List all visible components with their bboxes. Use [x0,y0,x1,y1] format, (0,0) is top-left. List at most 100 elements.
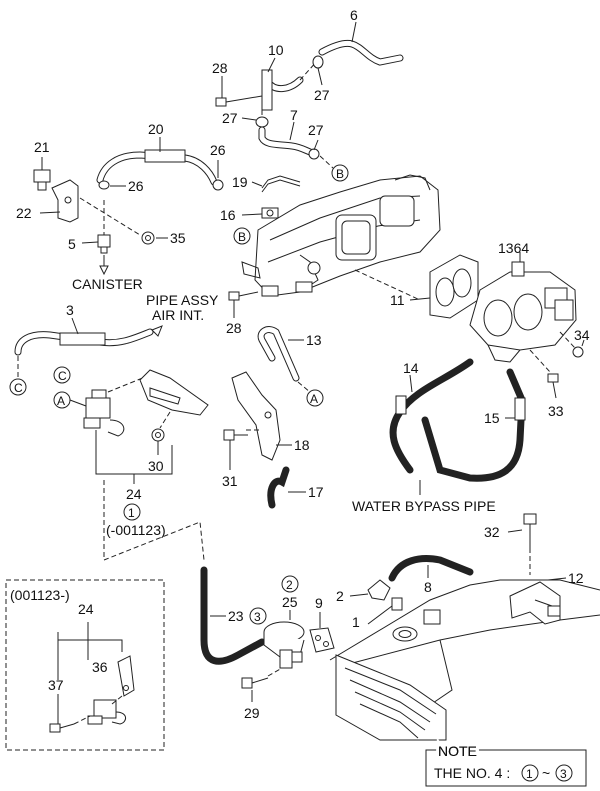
label-32: 32 [484,524,500,540]
label-34: 34 [574,327,590,343]
label-21: 21 [34,139,50,155]
marker-b-mid [233,227,251,245]
marker-a-right-text: A [310,392,318,406]
label-9: 9 [315,595,323,611]
label-37: 37 [48,677,64,693]
label-27b: 27 [222,110,238,126]
label-12: 12 [568,570,584,586]
bolt-31 [223,429,248,441]
label-6: 6 [350,7,358,23]
label-19: 19 [232,174,248,190]
callout-date-main: (-001123) [106,522,166,538]
hose-23 [200,566,266,665]
marker-b-top-text: B [336,167,344,181]
inset-panel [5,579,165,751]
bolt-28-top [215,95,263,107]
marker-3-hose [249,607,267,625]
label-35: 35 [170,230,186,246]
nut-35 [141,231,155,245]
label-3: 3 [66,302,74,318]
marker-a-valve-text: A [57,394,65,408]
hose-13 [257,326,300,382]
connector-2 [367,579,391,601]
marker-2-valve-text: 2 [286,578,293,592]
callout-air-int: AIR INT. [152,307,204,323]
clamp-26-left [98,180,110,190]
marker-1-main-text: 1 [128,506,135,520]
label-1: 1 [352,614,360,630]
clamp-26-right [212,179,224,191]
bolt-28-lower [228,291,259,301]
label-5: 5 [68,236,76,252]
hose-14 [389,358,474,474]
note-marker-from [521,764,539,782]
label-15: 15 [484,410,500,426]
callout-water-bypass: WATER BYPASS PIPE [352,498,496,514]
label-33: 33 [548,403,564,419]
inset-solenoid [87,699,126,725]
label-26a: 26 [128,178,144,194]
label-28b: 28 [226,320,242,336]
note-title-fg: NOTE [438,743,477,759]
callout-pipe-assy: PIPE ASSY [146,292,219,308]
label-31: 31 [222,473,238,489]
hose-10 [261,69,304,111]
fitting-16 [261,207,279,219]
marker-a-right [306,389,324,407]
engine-cover [329,579,600,741]
control-valve-25 [263,621,305,669]
label-27c: 27 [308,122,324,138]
label-18: 18 [294,437,310,453]
label-27a: 27 [314,87,330,103]
nut-30 [151,428,165,442]
label-36: 36 [92,659,108,675]
clamp-27-mid [255,116,269,128]
label-30: 30 [148,458,164,474]
label-14: 14 [403,360,419,376]
marker-c-left-text: C [14,381,23,395]
hose-6 [318,39,404,66]
bracket-12 [509,581,561,625]
valve-5 [97,234,111,254]
inset-bolt-37 [49,723,75,733]
note-tilde: ~ [542,765,550,781]
note-text: THE NO. 4 : [434,765,510,781]
label-28a: 28 [212,60,228,76]
marker-2-valve [281,575,299,593]
label-10: 10 [268,42,284,58]
bracket-22 [51,179,79,223]
inset-bracket [117,655,135,697]
marker-c-valve [53,366,71,384]
solenoid-valve [83,389,125,437]
label-23: 23 [228,608,244,624]
callout-canister: CANISTER [72,276,143,292]
label-25: 25 [282,594,298,610]
note-marker-from-text: 1 [526,767,533,781]
hose-15 [421,368,526,482]
gasket-11 [429,254,479,319]
callout-date-inset: (001123-) [10,587,70,603]
label-20: 20 [148,121,164,137]
throttle-body [469,261,577,363]
bolt-32 [523,513,537,548]
label-24: 24 [126,486,142,502]
marker-b-top [331,164,349,182]
label-8: 8 [424,579,432,595]
label-16: 16 [220,207,236,223]
label-17: 17 [308,484,324,500]
marker-c-valve-text: C [58,369,67,383]
hose-3 [14,328,154,356]
label-2: 2 [336,588,344,604]
marker-b-mid-text: B [238,230,246,244]
label-13: 13 [306,332,322,348]
bolt-29 [241,677,269,689]
hose-7 [258,126,314,156]
label-1364: 1364 [498,240,529,256]
marker-1-main [123,503,141,521]
label-24b: 24 [78,601,94,617]
label-11: 11 [390,292,405,308]
plug-1 [391,597,403,611]
bracket-18 [231,371,281,461]
marker-c-left [9,378,27,396]
